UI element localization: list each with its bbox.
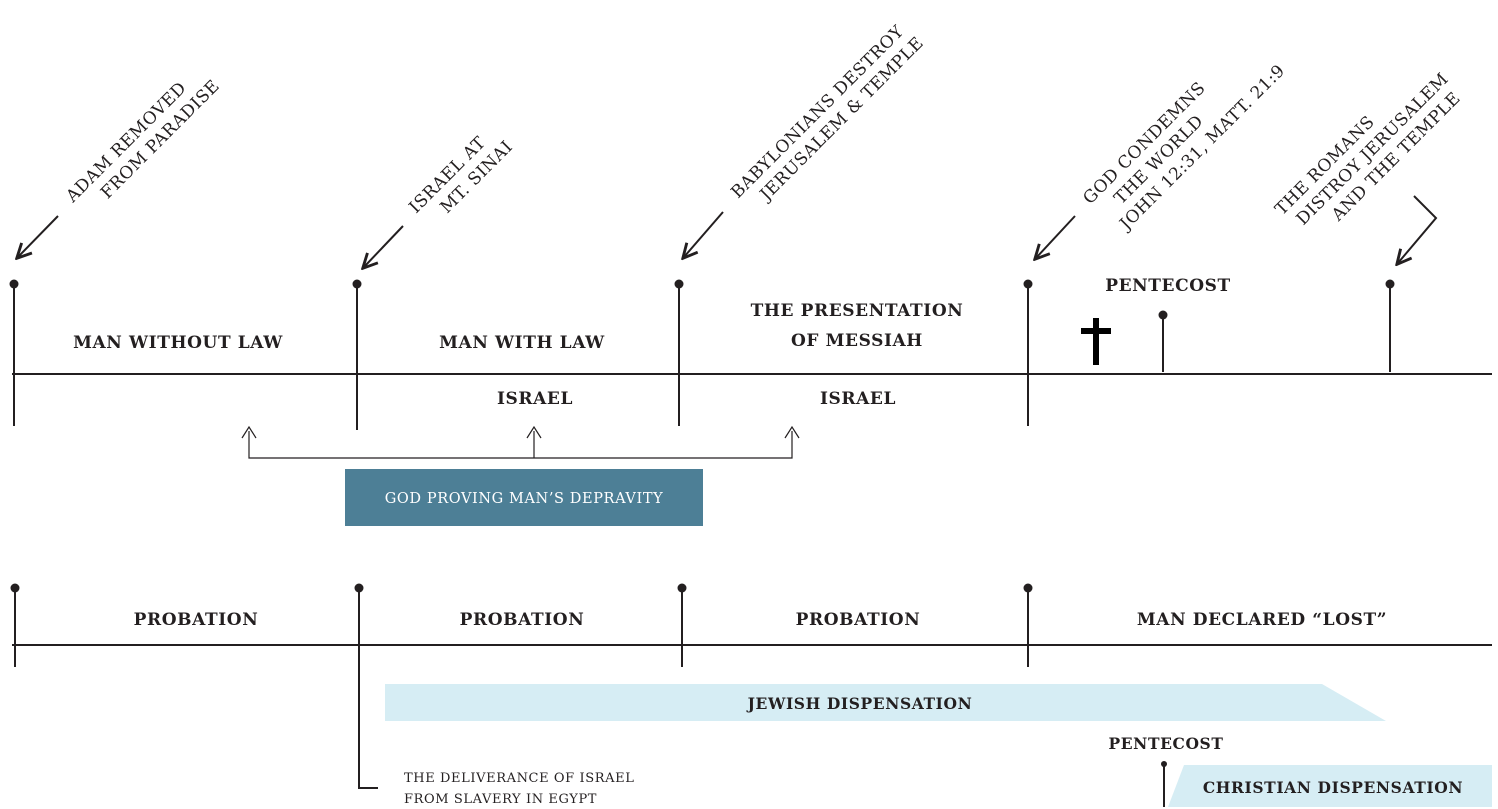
- top-event-dots: [9, 279, 1395, 320]
- event-arrows: [18, 195, 1438, 267]
- event-label-condemns: GOD CONDEMNS THE WORLD JOHN 12:31, MATT.…: [1079, 61, 1289, 236]
- arrow-sinai: [364, 225, 404, 267]
- arrow-romans: [1398, 195, 1438, 263]
- depravity-label: GOD PROVING MAN’S DEPRAVITY: [385, 491, 664, 507]
- period-presentation-line2: OF MESSIAH: [791, 331, 923, 351]
- svg-text:BABYLONIANS DESTROY: BABYLONIANS DESTROY: [727, 22, 908, 203]
- man-declared-lost-label: MAN DECLARED “LOST”: [1137, 610, 1387, 630]
- probation-label-3: PROBATION: [796, 610, 921, 630]
- arrow-condemns: [1036, 215, 1076, 258]
- period-man-without-law: MAN WITHOUT LAW: [73, 333, 283, 353]
- jewish-dispensation-label: JEWISH DISPENSATION: [746, 694, 973, 713]
- cross-icon: [1081, 318, 1111, 365]
- event-label-sinai: ISRAEL AT MT. SINAI: [405, 133, 517, 218]
- svg-text:GOD CONDEMNS: GOD CONDEMNS: [1079, 78, 1209, 208]
- probation-label-1: PROBATION: [134, 610, 259, 630]
- up-arrow-icon: [526, 425, 542, 439]
- deliverance-line2: FROM SLAVERY IN EGYPT: [404, 792, 597, 807]
- pentecost-top-label: PENTECOST: [1105, 276, 1231, 296]
- up-arrow-icon: [241, 425, 257, 439]
- svg-text:DISTROY JERUSALEM: DISTROY JERUSALEM: [1293, 69, 1453, 229]
- bottom-event-ticks: [14, 588, 1165, 807]
- top-event-ticks: [13, 284, 1391, 430]
- svg-text:JERUSALEM & TEMPLE: JERUSALEM & TEMPLE: [755, 33, 928, 206]
- arrow-adam: [18, 215, 59, 257]
- israel-label-2: ISRAEL: [820, 389, 896, 409]
- event-label-babylon: BABYLONIANS DESTROY JERUSALEM & TEMPLE: [727, 22, 928, 207]
- jewish-dispensation-band: [385, 684, 1386, 721]
- event-label-romans: THE ROMANS DISTROY JERUSALEM AND THE TEM…: [1271, 69, 1464, 229]
- deliverance-line1: THE DELIVERANCE OF ISRAEL: [404, 771, 634, 786]
- depravity-bracket: [241, 425, 800, 459]
- arrow-babylon: [684, 211, 724, 257]
- period-presentation-line1: THE PRESENTATION: [751, 301, 964, 321]
- israel-label-1: ISRAEL: [497, 389, 573, 409]
- bottom-event-dots: [10, 583, 1167, 767]
- pentecost-bottom-label: PENTECOST: [1109, 734, 1224, 753]
- period-man-with-law: MAN WITH LAW: [439, 333, 605, 353]
- depravity-box: [345, 469, 703, 526]
- up-arrow-icon: [784, 425, 800, 439]
- event-label-adam: ADAM REMOVED FROM PARADISE: [62, 76, 224, 207]
- probation-label-2: PROBATION: [460, 610, 585, 630]
- christian-dispensation-band: [1168, 765, 1492, 807]
- christian-dispensation-label: CHRISTIAN DISPENSATION: [1203, 778, 1463, 797]
